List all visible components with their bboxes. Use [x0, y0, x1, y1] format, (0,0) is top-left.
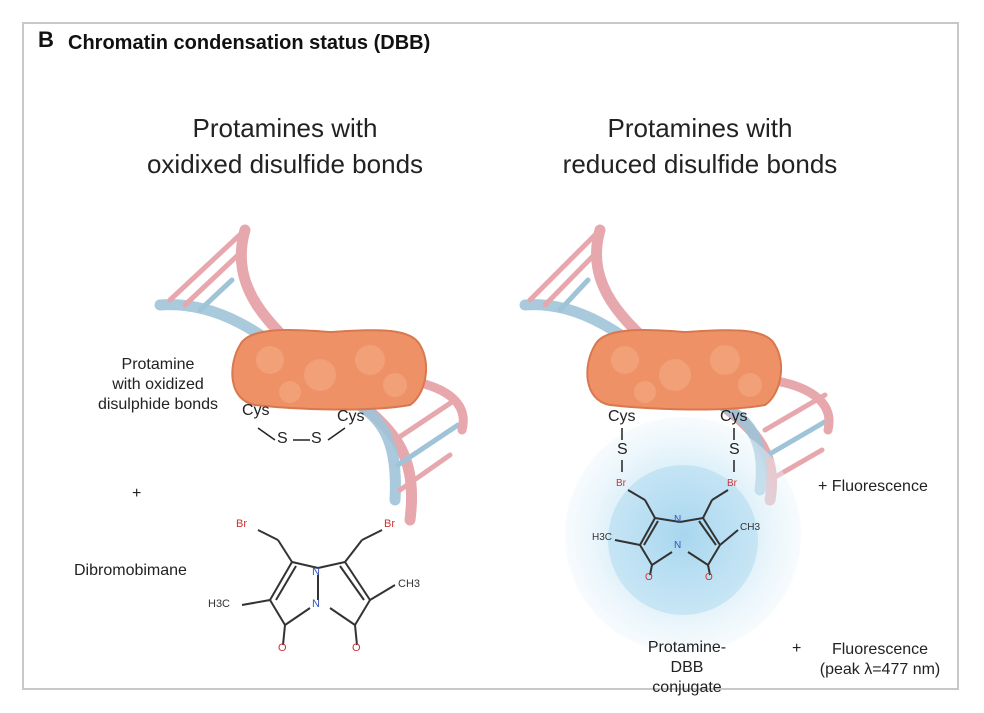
conjugate-label-line2: conjugate: [652, 679, 722, 696]
left-cys-2: Cys: [337, 408, 365, 425]
left-cys-1: Cys: [242, 402, 270, 419]
right-cys-1: Cys: [608, 408, 636, 425]
left-ch3: CH3: [398, 578, 421, 590]
right-sulfur-1: S: [617, 441, 628, 458]
right-heading-line1: Protamines with: [607, 113, 793, 143]
left-disulfide-bonds: [257, 427, 346, 441]
left-protamine: [231, 328, 428, 411]
conjugate-label: Protamine-DBB conjugate: [632, 638, 742, 698]
left-heading-line2: oxidixed disulfide bonds: [146, 149, 424, 179]
right-heading: Protamines with reduced disulfide bonds: [530, 110, 870, 182]
right-n-2: N: [674, 540, 682, 551]
right-cys-links: [621, 428, 735, 472]
right-cys-2: Cys: [720, 408, 748, 425]
right-o-2: O: [705, 572, 713, 583]
fluorescence-bottom-line1: Fluorescence: [831, 641, 929, 658]
right-heading-line2: reduced disulfide bonds: [562, 149, 838, 179]
protamine-label-line3: disulphide bonds: [97, 396, 219, 413]
left-n-1: N: [312, 566, 320, 578]
left-dbb-molecule: [241, 529, 396, 646]
right-o-1: O: [645, 572, 653, 583]
right-ch3: CH3: [740, 522, 761, 533]
left-heading-line1: Protamines with: [192, 113, 378, 143]
right-br-2: Br: [727, 478, 737, 489]
right-dbb-molecule: [614, 489, 739, 576]
left-br-1: Br: [236, 518, 247, 530]
left-n-2: N: [312, 598, 320, 610]
fluorescence-bottom-line2: (peak λ=477 nm): [819, 661, 941, 678]
left-sulfur-1: S: [277, 430, 288, 447]
figure-frame: [22, 22, 959, 690]
fluorescence-top-label: + Fluorescence: [818, 478, 928, 495]
right-h3c: H3C: [592, 532, 613, 543]
conjugate-label-line1: Protamine-DBB: [647, 639, 727, 676]
protamine-label-line2: with oxidized: [112, 376, 204, 393]
right-n-1: N: [674, 514, 682, 525]
left-h3c: H3C: [208, 598, 231, 610]
left-plus: +: [132, 485, 142, 502]
panel-letter: B: [38, 27, 54, 52]
reagent-label: Dibromobimane: [74, 562, 187, 579]
left-o-1: O: [278, 642, 287, 654]
panel-title: Chromatin condensation status (DBB): [68, 32, 431, 54]
left-heading: Protamines with oxidixed disulfide bonds: [120, 110, 450, 182]
left-sulfur-2: S: [311, 430, 322, 447]
protamine-label: Protamine with oxidized disulphide bonds: [88, 355, 228, 415]
right-plus: +: [792, 640, 802, 657]
protamine-label-line1: Protamine: [121, 356, 195, 373]
left-o-2: O: [352, 642, 361, 654]
right-br-1: Br: [616, 478, 626, 489]
fluorescence-bottom-label: Fluorescence (peak λ=477 nm): [805, 640, 955, 680]
left-br-2: Br: [384, 518, 395, 530]
right-sulfur-2: S: [729, 441, 740, 458]
right-protamine: [586, 328, 783, 411]
